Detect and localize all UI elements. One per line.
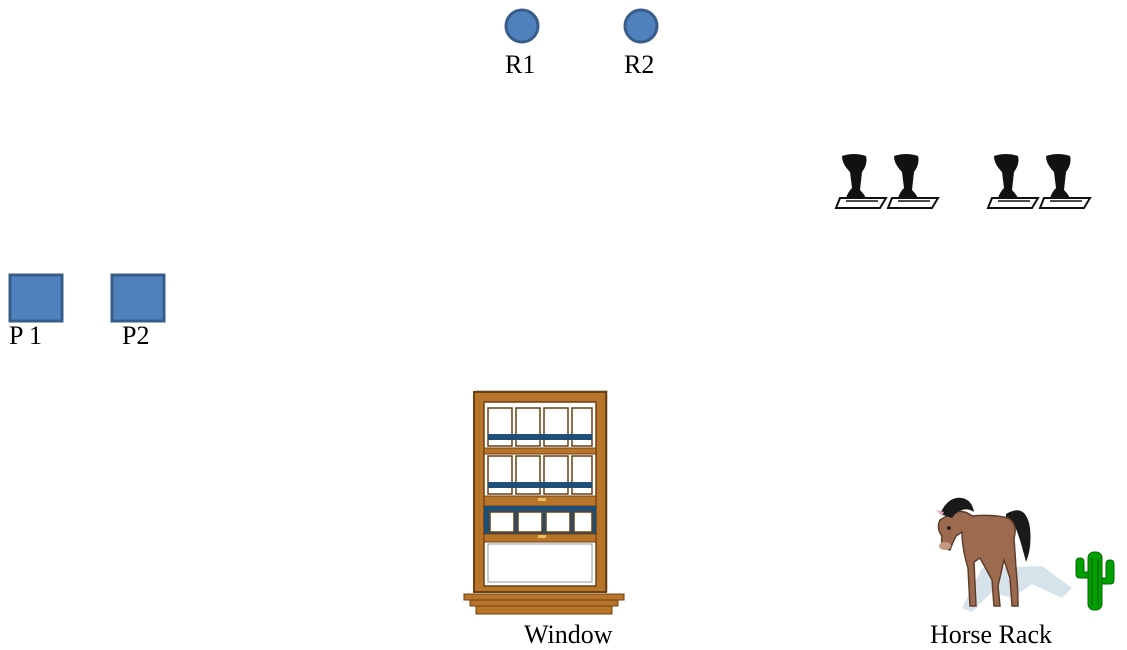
- player-label: P2: [122, 323, 149, 349]
- stool-seat-icon: [888, 154, 940, 210]
- window-label: Window: [524, 622, 613, 648]
- cactus-icon: [1072, 550, 1118, 612]
- seats-group: [836, 154, 1096, 210]
- horse-rack-label: Horse Rack: [930, 622, 1052, 648]
- horse-rack-group: Horse Rack: [912, 488, 1126, 650]
- receiver-r1: R1: [500, 8, 544, 72]
- stool-seat-icon: [1040, 154, 1092, 210]
- player-label: P 1: [9, 323, 42, 349]
- receiver-r2: R2: [619, 8, 663, 72]
- window-group: Window: [462, 388, 632, 650]
- sash-window-icon: [462, 388, 628, 618]
- receiver-label: R2: [624, 52, 654, 78]
- stool-seat-icon: [988, 154, 1040, 210]
- blue-circle-icon: [500, 8, 544, 44]
- stool-seat-icon: [836, 154, 888, 210]
- receiver-label: R1: [505, 52, 535, 78]
- player-p2: P2: [110, 273, 170, 353]
- blue-square-icon: [110, 273, 168, 325]
- horse-icon: [922, 488, 1072, 618]
- blue-square-icon: [8, 273, 66, 325]
- player-p1: P 1: [8, 273, 68, 353]
- blue-circle-icon: [619, 8, 663, 44]
